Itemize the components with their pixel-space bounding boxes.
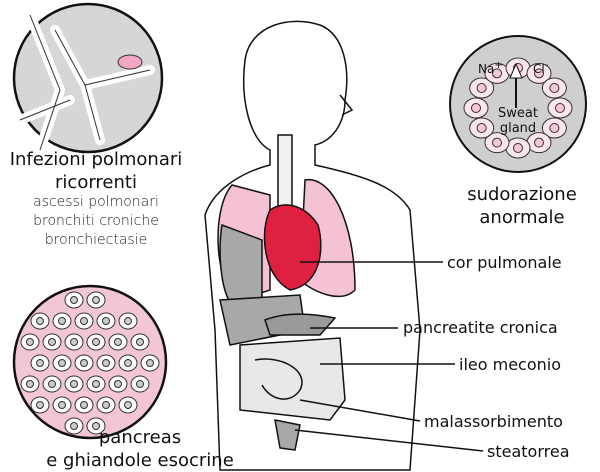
cell-nucleus bbox=[555, 103, 565, 113]
cell-nucleus bbox=[36, 401, 44, 409]
list-item: bronchiectasie bbox=[44, 232, 148, 248]
callout-cor-pulmonale: cor pulmonale bbox=[447, 253, 562, 272]
ion-na-label: Na+ bbox=[478, 60, 503, 76]
callout-ileo-meconio: ileo meconio bbox=[459, 355, 561, 374]
cell-nucleus bbox=[492, 68, 502, 79]
cell-nucleus bbox=[58, 317, 66, 325]
cell-nucleus bbox=[80, 401, 88, 409]
cell-nucleus bbox=[124, 317, 132, 325]
cell-nucleus bbox=[534, 137, 544, 148]
cell-nucleus bbox=[549, 83, 560, 93]
list-item: bronchiti croniche bbox=[33, 213, 159, 229]
callout-pancreatite: pancreatite cronica bbox=[403, 318, 558, 337]
cell-nucleus bbox=[534, 68, 544, 79]
cell-nucleus bbox=[476, 123, 487, 133]
cell-nucleus bbox=[36, 359, 44, 367]
cell-nucleus bbox=[70, 422, 78, 430]
cell-nucleus bbox=[70, 296, 78, 304]
cell-nucleus bbox=[102, 401, 110, 409]
lung-inset bbox=[12, 2, 164, 155]
cell-nucleus bbox=[549, 123, 560, 133]
cell-nucleus bbox=[102, 359, 110, 367]
cell-nucleus bbox=[80, 359, 88, 367]
human-body bbox=[204, 20, 421, 471]
cell-nucleus bbox=[513, 143, 523, 153]
cell-nucleus bbox=[70, 338, 78, 346]
cell-nucleus bbox=[58, 401, 66, 409]
cell-nucleus bbox=[70, 380, 78, 388]
cell-nucleus bbox=[136, 380, 144, 388]
cell-nucleus bbox=[80, 317, 88, 325]
cell-nucleus bbox=[492, 137, 502, 148]
ion-cl-label: Cl- bbox=[533, 60, 549, 76]
cell-nucleus bbox=[92, 422, 100, 430]
pancreas-inset bbox=[12, 284, 168, 440]
sweat-gland-inset bbox=[449, 35, 587, 173]
callout-lines bbox=[294, 261, 484, 452]
cell-nucleus bbox=[92, 380, 100, 388]
cell-nucleus bbox=[471, 103, 481, 113]
cell-nucleus bbox=[48, 380, 56, 388]
cell-nucleus bbox=[114, 380, 122, 388]
cell-nucleus bbox=[124, 359, 132, 367]
callout-steatorrea: steatorrea bbox=[487, 442, 570, 461]
cell-nucleus bbox=[114, 338, 122, 346]
cell-nucleus bbox=[136, 338, 144, 346]
callout-malassorbimento: malassorbimento bbox=[424, 412, 563, 431]
cell-nucleus bbox=[124, 401, 132, 409]
cell-nucleus bbox=[48, 338, 56, 346]
cell-nucleus bbox=[26, 338, 34, 346]
cell-nucleus bbox=[92, 296, 100, 304]
cell-nucleus bbox=[92, 338, 100, 346]
cell-nucleus bbox=[26, 380, 34, 388]
cell-nucleus bbox=[36, 317, 44, 325]
cell-nucleus bbox=[58, 359, 66, 367]
cell-nucleus bbox=[146, 359, 154, 367]
cell-nucleus bbox=[476, 83, 487, 93]
list-item: ascessi polmonari bbox=[33, 194, 159, 210]
lung-conditions-list: ascessi polmonari bronchiti croniche bro… bbox=[0, 193, 192, 250]
cell-nucleus bbox=[102, 317, 110, 325]
